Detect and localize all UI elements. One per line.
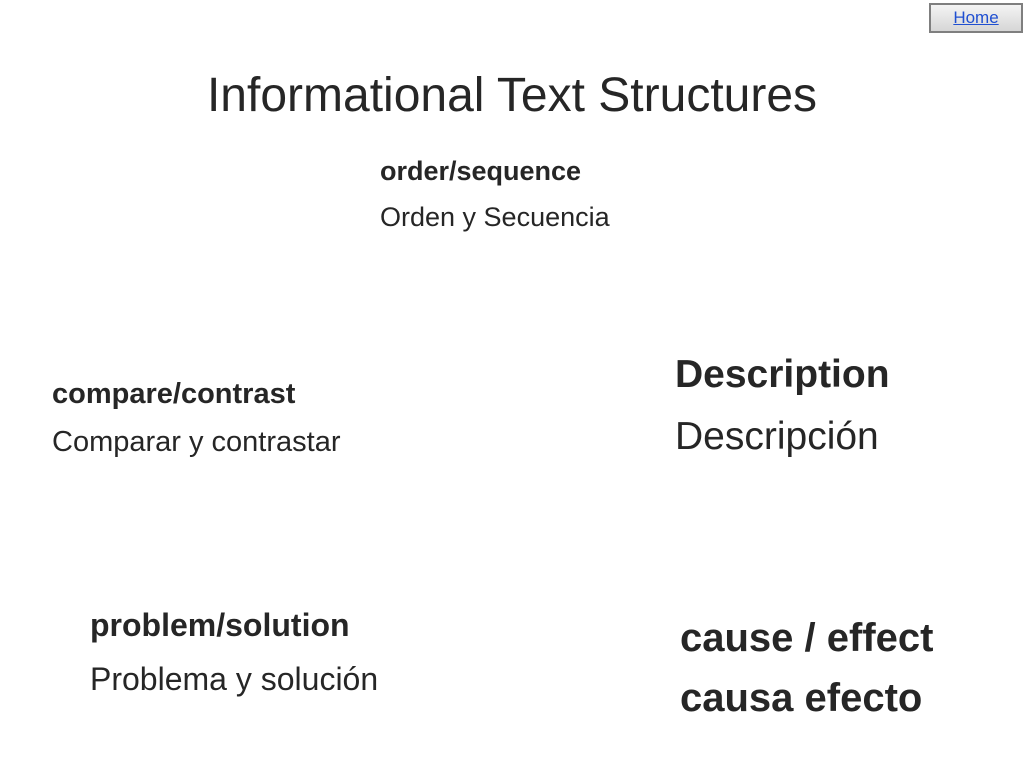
structure-label-es: Problema y solución <box>90 661 379 697</box>
structure-label-en: compare/contrast <box>52 378 296 410</box>
structure-label-en: problem/solution <box>90 607 350 643</box>
structure-label-es: Orden y Secuencia <box>380 202 610 232</box>
structure-problem-solution: problem/solution Problema y solución <box>90 598 378 706</box>
home-button[interactable]: Home <box>929 3 1023 33</box>
structure-cause-effect: cause / effect causa efecto <box>680 608 933 728</box>
structure-label-en: Description <box>675 353 890 396</box>
structure-label-es: Comparar y contrastar <box>52 426 341 458</box>
structure-label-en: cause / effect <box>680 616 934 660</box>
structure-compare-contrast: compare/contrast Comparar y contrastar <box>52 370 341 466</box>
structure-label-es: causa efecto <box>680 676 923 720</box>
structure-label-en: order/sequence <box>380 156 582 186</box>
structure-label-es: Descripción <box>675 415 879 458</box>
structure-order-sequence: order/sequence Orden y Secuencia <box>380 148 610 240</box>
slide-title: Informational Text Structures <box>206 69 818 122</box>
structure-description: Description Descripción <box>675 344 890 468</box>
